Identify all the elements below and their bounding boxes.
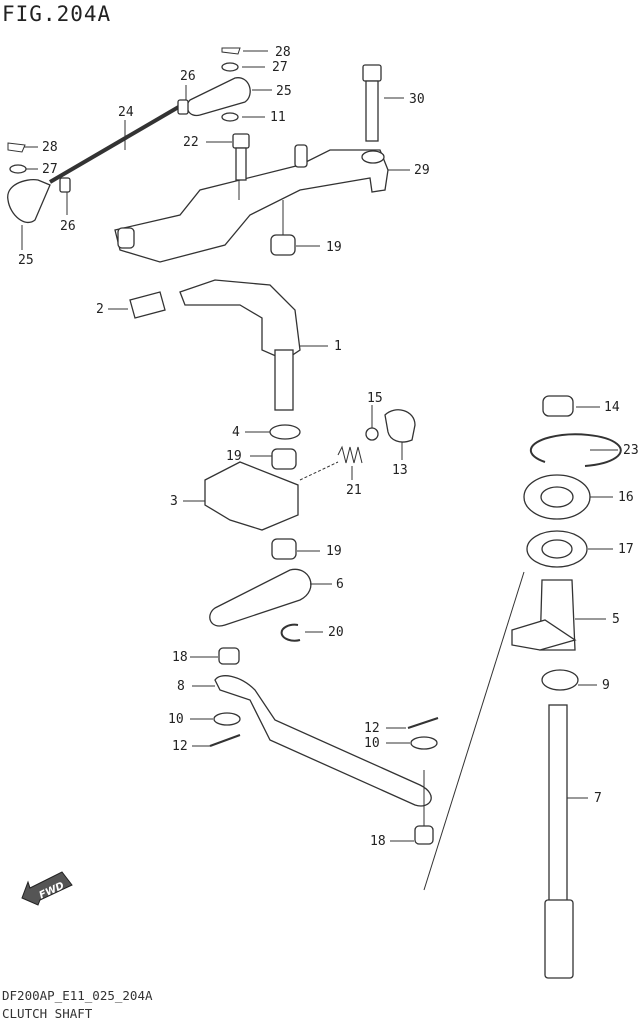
part-14-plug [542,395,574,417]
callout-30: 30 [409,92,425,107]
callout-11: 11 [270,110,286,125]
callout-12: 12 [364,721,380,736]
callout-5: 5 [612,612,620,627]
callout-4: 4 [232,425,240,440]
callout-2: 2 [96,302,104,317]
callout-14: 14 [604,400,620,415]
parts: FWD [7,47,622,979]
callout-19: 19 [326,544,342,559]
callout-26: 26 [60,219,76,234]
part-3-block [204,461,299,531]
callout-28: 28 [275,45,291,60]
callout-27: 27 [272,60,288,75]
callout-18: 18 [370,834,386,849]
callout-12: 12 [172,739,188,754]
callout-26: 26 [180,69,196,84]
callout-6: 6 [336,577,344,592]
part-23-circlip [529,433,622,467]
part-21-spring [337,445,363,464]
footer-code: DF200AP_E11_025_204A [2,988,153,1003]
callout-27: 27 [42,162,58,177]
part-24-rod [48,103,184,184]
callout-20: 20 [328,625,344,640]
callout-10: 10 [364,736,380,751]
callout-29: 29 [414,163,430,178]
part-6-arm [209,568,312,627]
part-13-sleeve [384,409,416,443]
callout-13: 13 [392,463,408,478]
callout-22: 22 [183,135,199,150]
callout-10: 10 [168,712,184,727]
callout-23: 23 [623,443,639,458]
callout-24: 24 [118,105,134,120]
callout-1: 1 [334,339,342,354]
part-2-clip [129,291,166,319]
callout-25: 25 [18,253,34,268]
callout-8: 8 [177,679,185,694]
part-22-bolt [232,133,250,149]
part-9-bushing [541,669,579,691]
part-29-bracket [114,149,389,263]
callout-7: 7 [594,791,602,806]
callout-18: 18 [172,650,188,665]
callout-19: 19 [226,449,242,464]
footer-name: CLUTCH SHAFT [2,1006,93,1021]
figure-title: FIG.204A [2,2,112,26]
callout-9: 9 [602,678,610,693]
part-30-bolt [362,64,382,82]
fwd-arrow-icon: FWD [21,871,73,906]
callout-17: 17 [618,542,634,557]
callout-28: 28 [42,140,58,155]
callout-19: 19 [326,240,342,255]
part-7-shaft [548,704,568,906]
callout-16: 16 [618,490,634,505]
part-19-bushing [270,234,296,256]
callout-21: 21 [346,483,362,498]
callout-25: 25 [276,84,292,99]
part-1-lever [179,279,301,361]
part-25-rod-end-left [7,179,51,224]
callout-3: 3 [170,494,178,509]
part-8-link [214,675,432,807]
callout-15: 15 [367,391,383,406]
part-25-rod-end [186,77,251,117]
